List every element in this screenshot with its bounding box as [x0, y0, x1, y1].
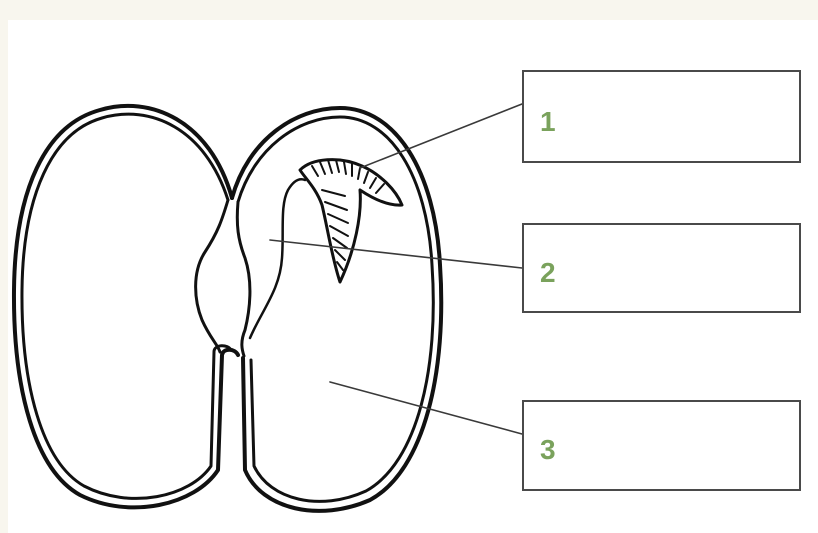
label-box-2[interactable]: 2 — [522, 223, 801, 313]
right-cotyledon-inner — [238, 117, 433, 501]
hilum-connection — [196, 200, 228, 352]
label-box-1[interactable]: 1 — [522, 70, 801, 163]
radicle — [250, 179, 305, 338]
label-number-1: 1 — [540, 108, 556, 136]
label-number-3: 3 — [540, 436, 556, 464]
hilum-connection-right — [237, 202, 250, 356]
leader-line-2 — [270, 240, 522, 268]
left-cotyledon-inner — [22, 114, 231, 498]
plumule-outline — [300, 160, 402, 282]
label-number-2: 2 — [540, 259, 556, 287]
label-box-3[interactable]: 3 — [522, 400, 801, 491]
